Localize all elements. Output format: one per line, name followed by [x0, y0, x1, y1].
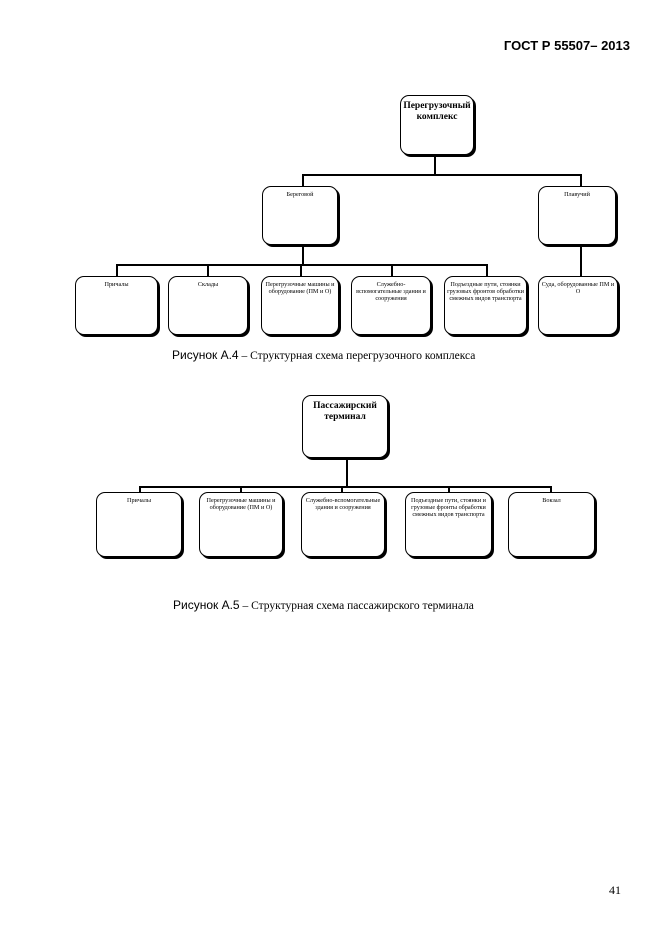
node-a5-station: Вокзал [508, 492, 595, 557]
figure-a4-title: – Структурная схема перегрузочного компл… [238, 350, 476, 362]
node-passenger-terminal: Пассажирский терминал [302, 395, 388, 458]
node-a5-berths: Причалы [96, 492, 182, 557]
figure-a5-label: Рисунок А.5 [173, 598, 240, 612]
connector-drop-2 [207, 264, 209, 276]
node-a5-handling-machines: Перегрузочные машины и оборудование (ПМ … [199, 492, 283, 557]
document-header: ГОСТ Р 55507– 2013 [503, 38, 630, 53]
node-floating: Плавучий [538, 186, 616, 245]
connector-drop-1 [116, 264, 118, 276]
connector-root-stem [434, 155, 436, 175]
figure-a5-caption: Рисунок А.5 – Структурная схема пассажир… [173, 598, 474, 612]
node-a5-service-buildings: Служебно-вспомогательные здания и сооруж… [301, 492, 385, 557]
connector-drop-4 [391, 264, 393, 276]
connector-level2-bar [302, 174, 582, 176]
connector-a5-drop-4 [448, 486, 450, 492]
connector-floating-stem [580, 245, 582, 276]
node-handling-complex: Перегрузочный комплекс [400, 95, 474, 155]
node-berths: Причалы [75, 276, 158, 335]
connector-a5-drop-5 [550, 486, 552, 492]
node-handling-machines: Перегрузочные машины и оборудование (ПМ … [261, 276, 339, 335]
figure-a5-title: – Структурная схема пассажирского термин… [239, 600, 474, 612]
node-shore: Береговой [262, 186, 338, 245]
connector-a5-drop-1 [139, 486, 141, 492]
connector-level3-bar [116, 264, 488, 266]
connector-shore-drop [302, 174, 304, 187]
connector-drop-5 [486, 264, 488, 276]
node-a5-access-roads: Подъездные пути, стоянки и грузовые фрон… [405, 492, 492, 557]
figure-a4-label: Рисунок А.4 [172, 348, 239, 362]
node-service-buildings: Служебно-вспомогательные здания и сооруж… [351, 276, 431, 335]
node-vessels: Суда, оборудованные ПМ и О [538, 276, 618, 335]
page-number: 41 [609, 883, 621, 897]
connector-shore-stem [302, 245, 304, 265]
connector-a5-drop-2 [240, 486, 242, 492]
figure-a4-caption: Рисунок А.4 – Структурная схема перегруз… [172, 348, 475, 362]
connector-a5-bar [139, 486, 551, 488]
node-access-roads: Подъездные пути, стоянки грузовых фронто… [444, 276, 527, 335]
connector-floating-drop [580, 174, 582, 187]
connector-drop-3 [300, 264, 302, 276]
node-warehouses: Склады [168, 276, 248, 335]
connector-a5-root-stem [346, 458, 348, 487]
connector-a5-drop-3 [341, 486, 343, 492]
